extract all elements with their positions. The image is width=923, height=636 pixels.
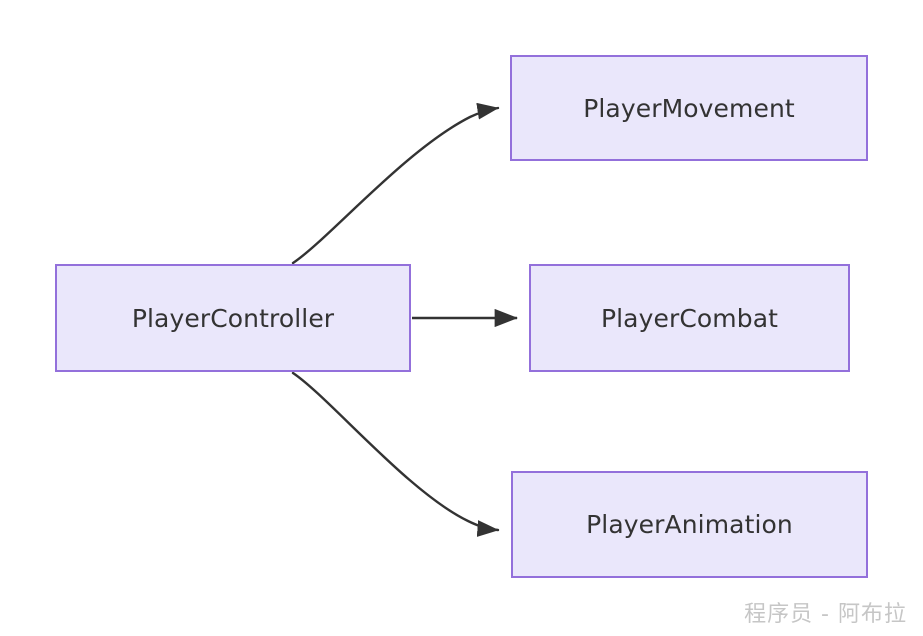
edge-controller-to-movement	[291, 102, 500, 265]
node-player-movement-label: PlayerMovement	[583, 93, 795, 123]
node-player-animation[interactable]: PlayerAnimation	[511, 471, 868, 578]
node-player-controller-label: PlayerController	[131, 303, 335, 333]
node-player-controller[interactable]: PlayerController	[55, 264, 411, 372]
node-player-combat[interactable]: PlayerCombat	[529, 264, 850, 372]
node-player-movement[interactable]: PlayerMovement	[510, 55, 868, 161]
node-player-combat-label: PlayerCombat	[600, 303, 779, 333]
watermark-text: 程序员 - 阿布拉	[744, 602, 907, 627]
node-player-animation-label: PlayerAnimation	[586, 510, 793, 539]
edge-controller-to-animation	[291, 371, 500, 537]
